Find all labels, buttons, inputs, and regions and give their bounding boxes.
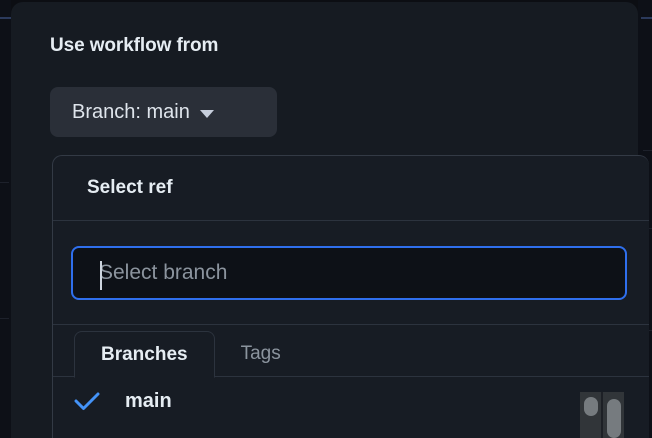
- list-item[interactable]: main: [53, 377, 649, 425]
- outer-scrollbar-thumb[interactable]: [584, 397, 598, 416]
- select-ref-header: Select ref: [53, 156, 649, 221]
- dialog-title: Use workflow from: [50, 35, 219, 56]
- tab-branches-label: Branches: [101, 343, 188, 365]
- select-ref-popover: Select ref Select branch Branches Tags: [52, 155, 649, 438]
- text-caret: [100, 260, 102, 290]
- inner-scrollbar-thumb[interactable]: [607, 399, 621, 438]
- branch-selector-label: Branch: main: [72, 100, 190, 123]
- outer-scrollbar[interactable]: [580, 392, 601, 438]
- background-rule-right: [641, 17, 652, 19]
- select-ref-title: Select ref: [87, 177, 173, 198]
- select-ref-search-row: Select branch: [53, 221, 649, 325]
- check-icon: [73, 391, 101, 411]
- background-rule-left: [0, 17, 11, 19]
- ref-tablist: Branches Tags: [53, 325, 649, 378]
- tab-tags[interactable]: Tags: [215, 330, 307, 377]
- branch-search-field[interactable]: Select branch: [71, 245, 627, 300]
- branch-list: main: [53, 377, 649, 425]
- background-divider-left-1: [0, 182, 9, 183]
- tab-tags-label: Tags: [240, 342, 281, 364]
- background-divider-right-1: [643, 150, 652, 151]
- branch-selector-button[interactable]: Branch: main: [50, 87, 277, 137]
- chevron-down-icon: [199, 109, 214, 118]
- page-background-left: [0, 0, 11, 438]
- background-divider-left-2: [0, 318, 9, 319]
- run-workflow-dialog: Use workflow from Branch: main Select re…: [11, 2, 649, 438]
- inner-scrollbar[interactable]: [603, 392, 624, 438]
- tab-branches[interactable]: Branches: [74, 331, 215, 378]
- branch-search-placeholder: Select branch: [99, 260, 228, 284]
- list-item-label: main: [125, 389, 172, 412]
- scrollbar-gap: [601, 392, 603, 438]
